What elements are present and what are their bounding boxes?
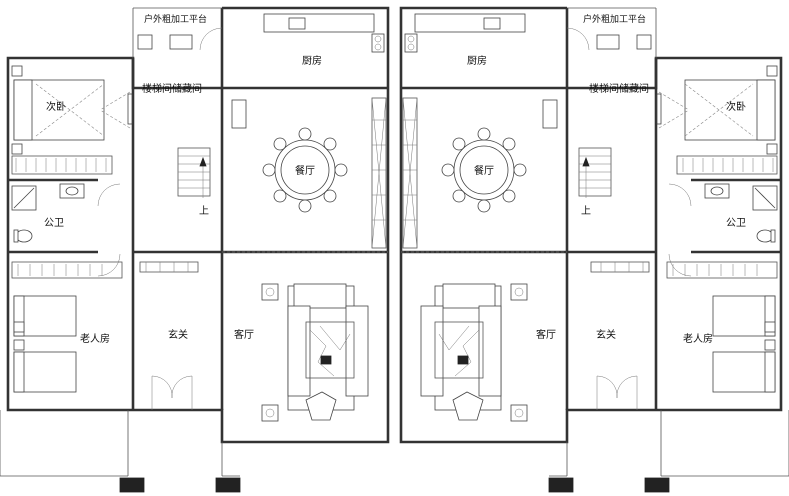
platform-door-swing-right: [566, 27, 590, 51]
outdoor-platform-label: 户外粗加工平台: [144, 13, 207, 25]
right-foyer-doors: [590, 261, 650, 410]
second-bedroom-furniture-right: [656, 65, 778, 175]
left-living-set: [261, 283, 369, 422]
bathroom-fixtures: [11, 183, 121, 243]
left-unit: [0, 6, 390, 493]
bathroom-label-right: 公卫: [726, 218, 746, 229]
dining-label: 餐厅: [295, 164, 315, 177]
second-bedroom-label: 次卧: [46, 100, 66, 113]
elder-room-label: 老人房: [80, 332, 110, 345]
stair-storage-label-right: 楼梯间储藏间: [589, 82, 649, 95]
kitchen-stove-icon-right: [404, 33, 418, 53]
kitchen-sink-icon-right: [483, 17, 501, 30]
kitchen-counter: [263, 13, 375, 33]
elder-room-label-right: 老人房: [683, 332, 713, 345]
platform-sink-right: [636, 34, 652, 50]
kitchen-sink-icon: [288, 17, 306, 30]
right-stair: [578, 147, 612, 198]
kitchen-counter-right: [414, 13, 526, 33]
platform-door-swing: [199, 27, 223, 51]
right-column-1: [548, 477, 574, 493]
left-dining-table: [231, 99, 348, 213]
platform-sink: [137, 34, 153, 50]
right-column-2: [644, 477, 670, 493]
bathroom-fixtures-right: [668, 183, 778, 243]
bathroom-label: 公卫: [44, 218, 64, 229]
left-glass-partition: [371, 97, 387, 249]
left-column-1: [119, 477, 145, 493]
left-column-2: [215, 477, 241, 493]
dining-label-right: 餐厅: [474, 164, 494, 177]
kitchen-stove-icon: [371, 33, 385, 53]
left-foyer-doors: [139, 261, 199, 410]
kitchen-label-right: 厨房: [467, 54, 487, 67]
living-label: 客厅: [234, 328, 254, 341]
elder-room-furniture: [11, 253, 123, 393]
stair-up-label: 上: [199, 205, 209, 217]
right-dining-table: [441, 99, 558, 213]
foyer-label: 玄关: [168, 328, 188, 341]
left-unit-walls: [0, 6, 390, 477]
right-glass-partition: [402, 97, 418, 249]
elder-room-furniture-right: [666, 253, 778, 393]
stair-up-label-right: 上: [581, 205, 591, 217]
kitchen-label: 厨房: [302, 54, 322, 67]
platform-counter: [169, 34, 193, 50]
left-stair: [177, 147, 211, 198]
living-label-right: 客厅: [536, 328, 556, 341]
right-unit: [399, 6, 789, 493]
foyer-label-right: 玄关: [596, 328, 616, 341]
room-labels: 户外粗加工平台 户外粗加工平台 厨房 厨房 楼梯间储藏间 楼梯间储藏间 次卧 次…: [44, 13, 746, 345]
second-bedroom-furniture: [11, 65, 133, 175]
stair-storage-label: 楼梯间储藏间: [142, 82, 202, 95]
platform-counter-right: [596, 34, 620, 50]
right-living-set: [420, 283, 528, 422]
second-bedroom-label-right: 次卧: [726, 100, 746, 113]
outdoor-platform-label-right: 户外粗加工平台: [583, 13, 646, 25]
